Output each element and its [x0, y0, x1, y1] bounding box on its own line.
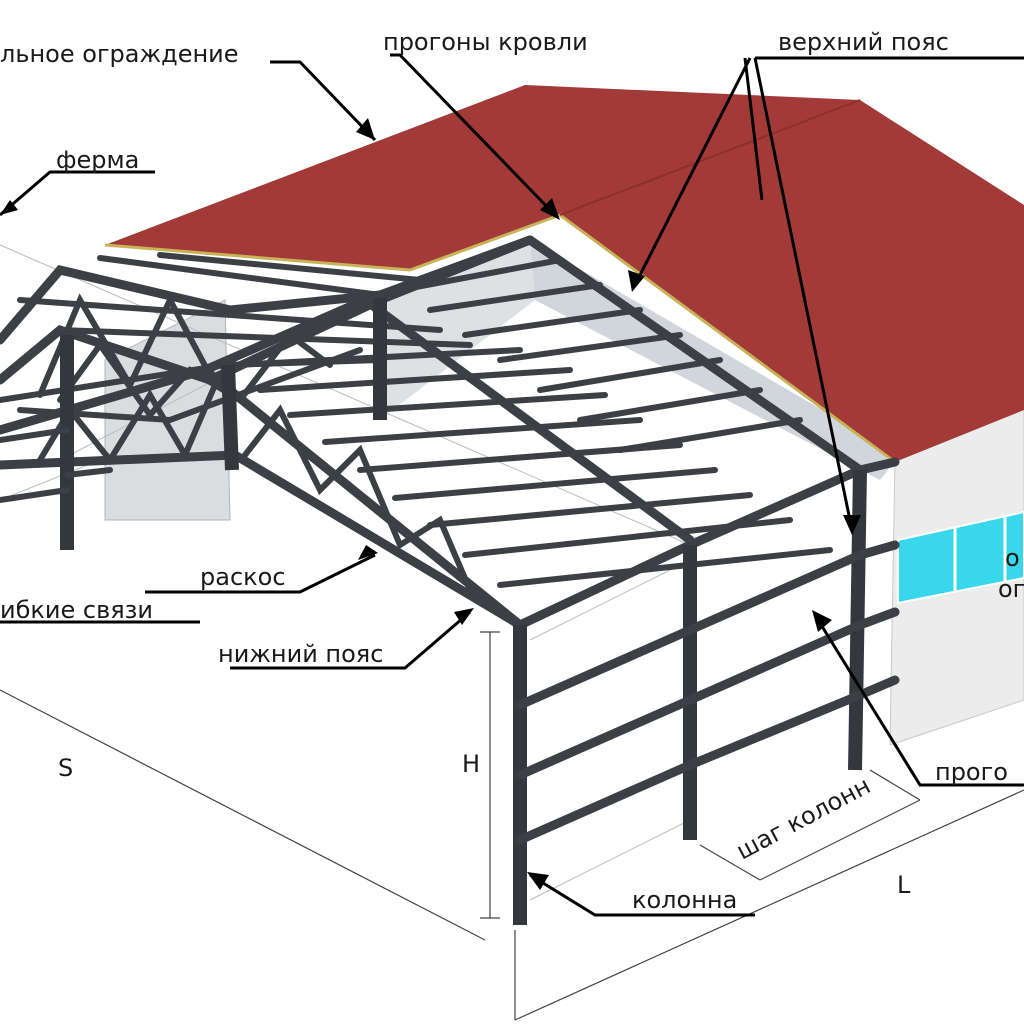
roof-cladding	[105, 85, 1024, 462]
top-chords	[360, 235, 900, 630]
arrow-heads	[0, 118, 861, 890]
label-dim-h: H	[462, 750, 480, 778]
label-right-partial-2: ог	[998, 575, 1024, 603]
label-column-step: шаг колонн	[732, 771, 875, 865]
label-top-chord: верхний пояс	[778, 28, 949, 56]
roof-edge-trim	[104, 213, 896, 464]
label-dim-s: S	[58, 754, 73, 782]
label-diagonal: раскос	[200, 563, 286, 591]
roof-ridge-line	[559, 99, 861, 216]
wall-girts	[0, 427, 900, 845]
dimension-lines	[0, 631, 1024, 1021]
label-wall-cladding: льное ограждение	[0, 40, 239, 68]
label-right-partial-1: о	[1005, 544, 1020, 572]
label-roof-purlins: прогоны кровли	[383, 28, 588, 56]
label-truss: ферма	[56, 146, 139, 174]
label-dim-l: L	[897, 871, 911, 899]
leader-lines	[0, 53, 1024, 917]
label-bottom-chord: нижний пояс	[218, 640, 383, 668]
side-wall-window	[897, 510, 1024, 605]
label-flexible-bracing: ибкие связи	[0, 596, 153, 624]
label-column: колонна	[632, 886, 737, 914]
label-wall-purlins: прого	[935, 758, 1008, 786]
columns	[60, 298, 867, 925]
